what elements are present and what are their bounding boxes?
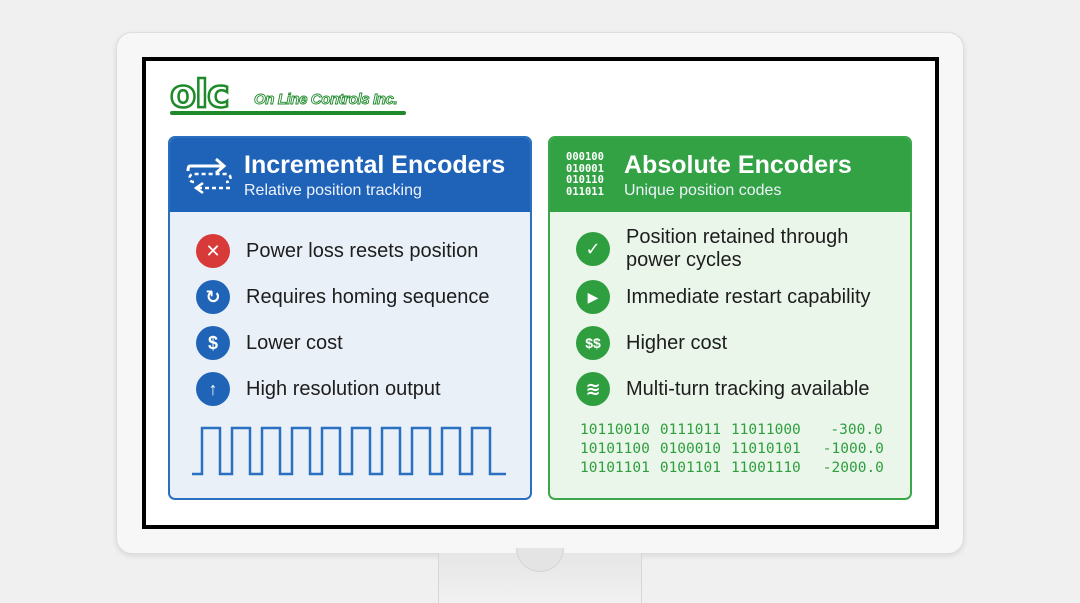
absolute-subtitle: Unique position codes (624, 182, 782, 199)
slide: olc On Line Controls Inc. Incremental En… (146, 61, 935, 525)
absolute-encoders-panel: 000100 010001 010110 011011 Absolute Enc… (548, 136, 912, 500)
feature-label: Multi-turn tracking available (626, 377, 870, 400)
binary-line: 010001 (566, 162, 604, 175)
code-row: 10101101 0101101 11001110 -2000.0 (580, 459, 893, 478)
binary-line: 010110 (566, 174, 604, 186)
code-value: -1000.0 (822, 441, 884, 457)
feature-label: Position retained through power cycles (626, 226, 849, 271)
list-item: $$ Higher cost (576, 326, 727, 360)
double-dollar-icon: $$ (576, 326, 610, 360)
company-name: On Line Controls Inc. (254, 91, 399, 109)
rotation-arrows-icon (186, 157, 232, 194)
code-cell: 0111011 (659, 422, 721, 438)
binary-line: 000100 (566, 151, 604, 163)
list-item: ↻ Requires homing sequence (196, 280, 490, 314)
dollar-icon: $ (196, 326, 230, 360)
incremental-header: Incremental Encoders Relative position t… (170, 138, 530, 212)
list-item: ✕ Power loss resets position (196, 234, 478, 268)
code-cell: 11010101 (730, 441, 801, 457)
monitor-screen: olc On Line Controls Inc. Incremental En… (142, 57, 939, 529)
absolute-header: 000100 010001 010110 011011 Absolute Enc… (550, 138, 910, 212)
company-logo: olc On Line Controls Inc. (169, 72, 410, 119)
code-row: 10101100 0100010 11010101 -1000.0 (580, 440, 893, 459)
list-item: $ Lower cost (196, 326, 343, 360)
layers-icon: ≋ (576, 372, 610, 406)
list-item: ≋ Multi-turn tracking available (576, 372, 869, 406)
code-cell: 10101100 (580, 441, 650, 457)
code-cell: 0100010 (659, 441, 721, 457)
code-value: -300.0 (830, 422, 883, 438)
feature-label: Immediate restart capability (626, 285, 871, 308)
feature-label: Lower cost (246, 331, 343, 354)
x-circle-icon: ✕ (196, 234, 230, 268)
code-row: 10110010 0111011 11011000 -300.0 (580, 421, 893, 440)
code-value: -2000.0 (822, 460, 884, 476)
refresh-icon: ↻ (196, 280, 230, 314)
binary-code-icon: 000100 010001 010110 011011 (566, 151, 604, 198)
feature-label: High resolution output (246, 377, 441, 400)
incremental-encoders-panel: Incremental Encoders Relative position t… (168, 136, 532, 500)
feature-label: Higher cost (626, 331, 728, 354)
check-circle-icon: ✓ (576, 232, 610, 266)
binary-line: 011011 (566, 185, 604, 198)
absolute-title: Absolute Encoders (624, 151, 852, 179)
code-cell: 11011000 (730, 422, 801, 438)
logo-underline (170, 111, 406, 115)
list-item: ✓ Position retained through power cycles (576, 226, 886, 272)
arrow-up-icon: ↑ (196, 372, 230, 406)
feature-label: Requires homing sequence (246, 285, 490, 308)
logo-mark: olc (169, 72, 231, 116)
list-item: ▶ Immediate restart capability (576, 280, 871, 314)
code-cell: 10110010 (580, 422, 650, 438)
incremental-subtitle: Relative position tracking (244, 182, 422, 199)
code-cell: 0101101 (659, 460, 721, 476)
incremental-title: Incremental Encoders (244, 151, 506, 179)
play-circle-icon: ▶ (576, 280, 610, 314)
feature-label: Power loss resets position (246, 239, 479, 262)
code-cell: 11001110 (730, 460, 801, 476)
position-code-table: 10110010 0111011 11011000 -300.0 1010110… (580, 421, 893, 478)
code-cell: 10101101 (580, 460, 650, 476)
square-wave-graphic (192, 426, 506, 476)
list-item: ↑ High resolution output (196, 372, 441, 406)
